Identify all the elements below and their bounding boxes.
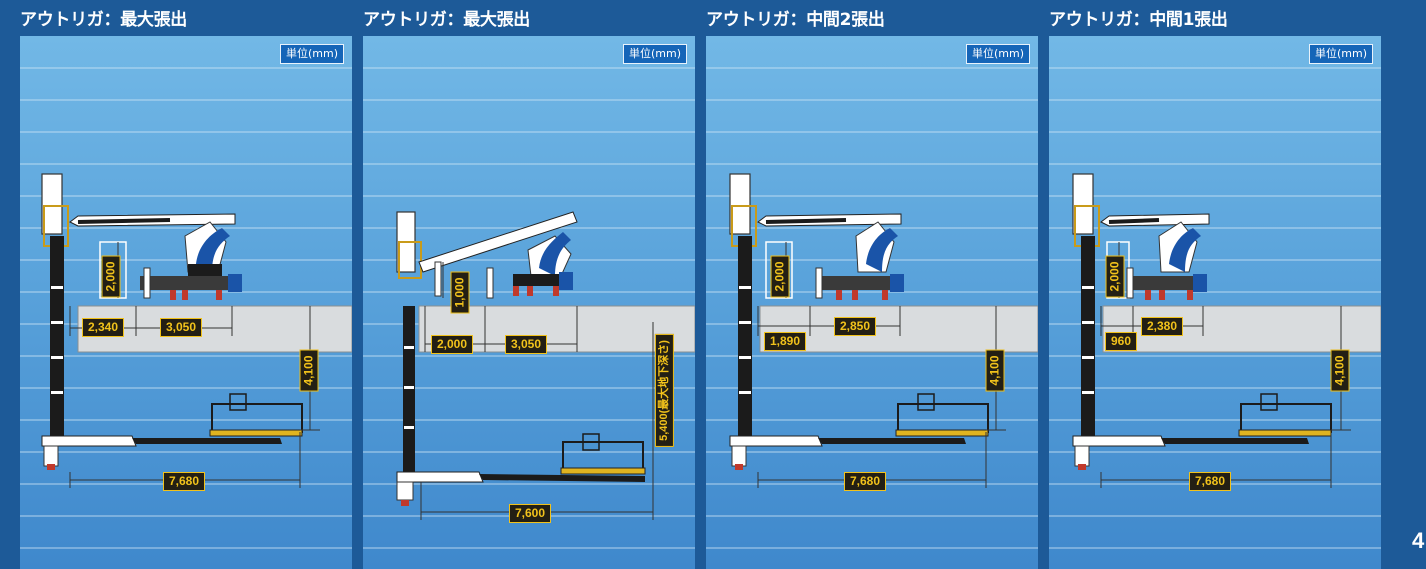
diagram-panel-1: アウトリガ：最大張出 [20, 0, 352, 569]
dim-offset: 2,000 [431, 335, 474, 354]
diagram-area: 単位(mm) 2,000 2,340 3,050 4,100 7,680 [20, 36, 352, 569]
panel-title: アウトリガ：中間1張出 [1049, 10, 1228, 30]
diagram-panel-4: アウトリガ：中間1張出 [1049, 0, 1381, 569]
dim-reach: 7,680 [163, 472, 206, 491]
panel-title: アウトリガ：中間2張出 [706, 10, 885, 30]
panel-title: アウトリガ：最大張出 [363, 10, 530, 30]
dim-outrigger: 2,380 [1141, 317, 1184, 336]
dim-reach: 7,600 [509, 504, 552, 523]
unit-badge: 単位(mm) [279, 44, 344, 64]
unit-badge: 単位(mm) [1308, 44, 1373, 64]
unit-badge: 単位(mm) [965, 44, 1030, 64]
dim-height-step: 2,000 [101, 255, 121, 298]
bridge-deck [759, 305, 1038, 353]
diagram-panel-3: アウトリガ：中間2張出 [706, 0, 1038, 569]
dim-outrigger: 3,050 [160, 318, 203, 337]
dim-height-step: 2,000 [770, 255, 790, 298]
dim-depth: 4,100 [1330, 349, 1350, 392]
dim-offset: 1,890 [764, 332, 807, 351]
dim-depth: 4,100 [985, 349, 1005, 392]
dim-outrigger: 2,850 [834, 317, 877, 336]
diagram-panel-2: アウトリガ：最大張出 [363, 0, 695, 569]
unit-badge: 単位(mm) [622, 44, 687, 64]
dim-reach: 7,680 [1189, 472, 1232, 491]
page-number: 4 [1412, 528, 1425, 553]
gridlines [1049, 67, 1381, 549]
diagram-area: 単位(mm) 2,000 1,890 2,850 4,100 7,680 [706, 36, 1038, 569]
panel-title: アウトリガ：最大張出 [20, 10, 187, 30]
dim-reach: 7,680 [844, 472, 887, 491]
gridlines [363, 67, 695, 549]
diagram-area: 単位(mm) 1,000 2,000 3,050 5,400(最大地下深さ) 7… [363, 36, 695, 569]
dim-outrigger: 3,050 [505, 335, 548, 354]
dim-height-step: 2,000 [1105, 255, 1125, 298]
diagram-area: 単位(mm) 2,000 960 2,380 4,100 7,680 [1049, 36, 1381, 569]
dim-depth: 4,100 [299, 349, 319, 392]
dim-depth: 5,400(最大地下深さ) [654, 334, 674, 447]
dim-offset: 2,340 [82, 318, 125, 337]
dim-height-step: 1,000 [450, 271, 470, 314]
gridlines [706, 67, 1038, 549]
dim-offset: 960 [1105, 332, 1138, 351]
